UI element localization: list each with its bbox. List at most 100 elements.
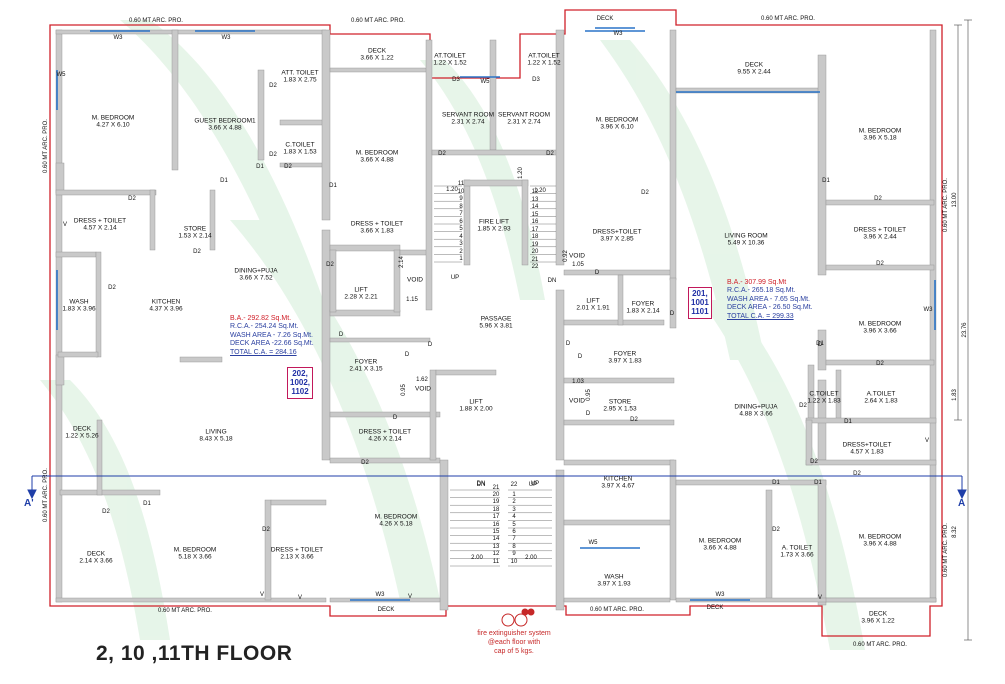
room-name: KITCHEN [603, 475, 633, 483]
fire-extinguisher-note: fire extinguisher system @each floor wit… [477, 630, 551, 656]
room-dimension: 1.83 X 1.53 [283, 149, 317, 156]
right-unit-no-3: 1101 [691, 307, 709, 317]
dim-23-76: 23.76 [962, 322, 968, 338]
room-name: ATT. TOILET [281, 69, 319, 77]
stair-bottom-step: 5 [512, 521, 516, 528]
room-name: M. BEDROOM [91, 114, 135, 122]
room-name: A.TOILET [866, 390, 896, 398]
room-name: C.TOILET [809, 390, 839, 398]
stair-bottom-up: UP [528, 482, 538, 488]
room-name: FOYER [631, 300, 655, 308]
stair-top-step: 8 [459, 203, 463, 210]
room-name: PASSAGE [480, 315, 512, 323]
stair-bottom-step: 17 [492, 514, 500, 521]
room-l-void: VOID [407, 276, 423, 283]
tag-d2: D2 [546, 151, 554, 157]
room-name: AT.TOILET [434, 52, 466, 60]
room-dimension: 4.26 X 2.14 [368, 436, 402, 443]
left-unit-area-summary: B.A.- 292.82 Sq.Mt. R.C.A.- 254.24 Sq.Mt… [230, 315, 314, 357]
room-dimension: 5.96 X 3.81 [479, 323, 513, 330]
room-dimension: 2.41 X 3.15 [349, 366, 383, 373]
left-unit-rca: R.C.A.- 254.24 Sq.Mt. [230, 323, 299, 331]
room-r-void-1: VOID [569, 252, 585, 259]
tag-d: D [392, 415, 398, 421]
room-dimension: 3.96 X 6.10 [600, 124, 634, 131]
room-dimension: 9.55 X 2.44 [737, 69, 771, 76]
left-unit-no-3: 1102 [291, 387, 309, 397]
void3-dim-a: 1.03 [572, 379, 584, 385]
proj-top-left-2: 0.60 MT ARC. PRO. [351, 18, 405, 24]
room-dimension: 1.22 X 1.83 [807, 398, 841, 405]
room-dimension: 2.64 X 1.83 [864, 398, 898, 405]
tag-v: V [62, 222, 68, 228]
stair-top-step: 20 [531, 249, 539, 255]
fire-extinguisher-icon [501, 608, 535, 627]
proj-right-upper: 0.60 MT ARC. PRO. [943, 178, 949, 232]
left-unit-total: TOTAL C.A. = 284.16 [230, 348, 297, 356]
right-unit-deck: DECK AREA - 26.50 Sq.Mt. [727, 304, 813, 312]
stair-top-step: 4 [459, 233, 463, 240]
room-dimension: 4.27 X 6.10 [96, 122, 130, 129]
tag-d3: D3 [532, 77, 540, 83]
room-name: VOID [407, 276, 423, 284]
tag-d1: D1 [256, 164, 264, 170]
room-dimension: 4.88 X 3.66 [739, 411, 773, 418]
tag-d: D [565, 341, 571, 347]
tag-d: D [427, 342, 433, 348]
left-unit-ba: B.A.- 292.82 Sq.Mt. [230, 315, 292, 322]
tag-w3: W3 [923, 307, 933, 313]
deck-strip-bottom-left: DECK [377, 607, 395, 613]
tag-d2: D2 [262, 527, 270, 533]
tag-d2: D2 [876, 361, 884, 367]
tag-d: D [669, 311, 675, 317]
room-name: DINING+PUJA [734, 403, 778, 411]
dim-1-83: 1.83 [952, 389, 958, 401]
tag-d: D [585, 411, 591, 417]
stair-top-step: 12 [531, 189, 539, 195]
tag-d2: D2 [874, 196, 882, 202]
tag-w5: W5 [56, 72, 66, 78]
room-dimension: 1.88 X 2.00 [459, 406, 493, 413]
stair-bottom-step: 8 [512, 543, 516, 550]
room-dimension: 2.01 X 1.91 [576, 305, 610, 312]
room-name: SERVANT ROOM [441, 111, 495, 119]
stair-top-width: 1.20 [446, 187, 458, 193]
room-dimension: 4.57 X 1.83 [850, 449, 884, 456]
section-line [27, 475, 967, 500]
right-unit-numbers: 201, 1001 1101 [688, 287, 712, 319]
room-dimension: 3.66 X 4.88 [703, 545, 737, 552]
void2-dim-a: 1.62 [416, 377, 428, 383]
stair-bottom-width: 2.00 [471, 555, 483, 561]
room-name: AT.TOILET [528, 52, 560, 60]
stair-bottom-step: 3 [512, 506, 516, 513]
room-dimension: 8.43 X 5.18 [199, 436, 233, 443]
stair-top-treads [434, 185, 556, 263]
room-name: GUEST BEDROOM1 [194, 117, 256, 125]
tag-w5: W5 [480, 79, 490, 85]
room-name: STORE [608, 398, 632, 406]
stair-top-step: 9 [459, 196, 463, 202]
stair-top-step: 11 [457, 181, 465, 187]
room-name: DRESS + TOILET [73, 217, 127, 225]
stair-top-step: 17 [531, 226, 539, 233]
room-dimension: 1.22 X 1.52 [527, 60, 561, 67]
stair-top-width: 1.20 [534, 188, 546, 194]
stair-top-step: 10 [457, 188, 465, 195]
proj-top-left-1: 0.60 MT ARC. PRO. [129, 18, 183, 24]
room-dimension: 2.14 X 3.66 [79, 558, 113, 565]
tag-d1: D1 [844, 419, 852, 425]
